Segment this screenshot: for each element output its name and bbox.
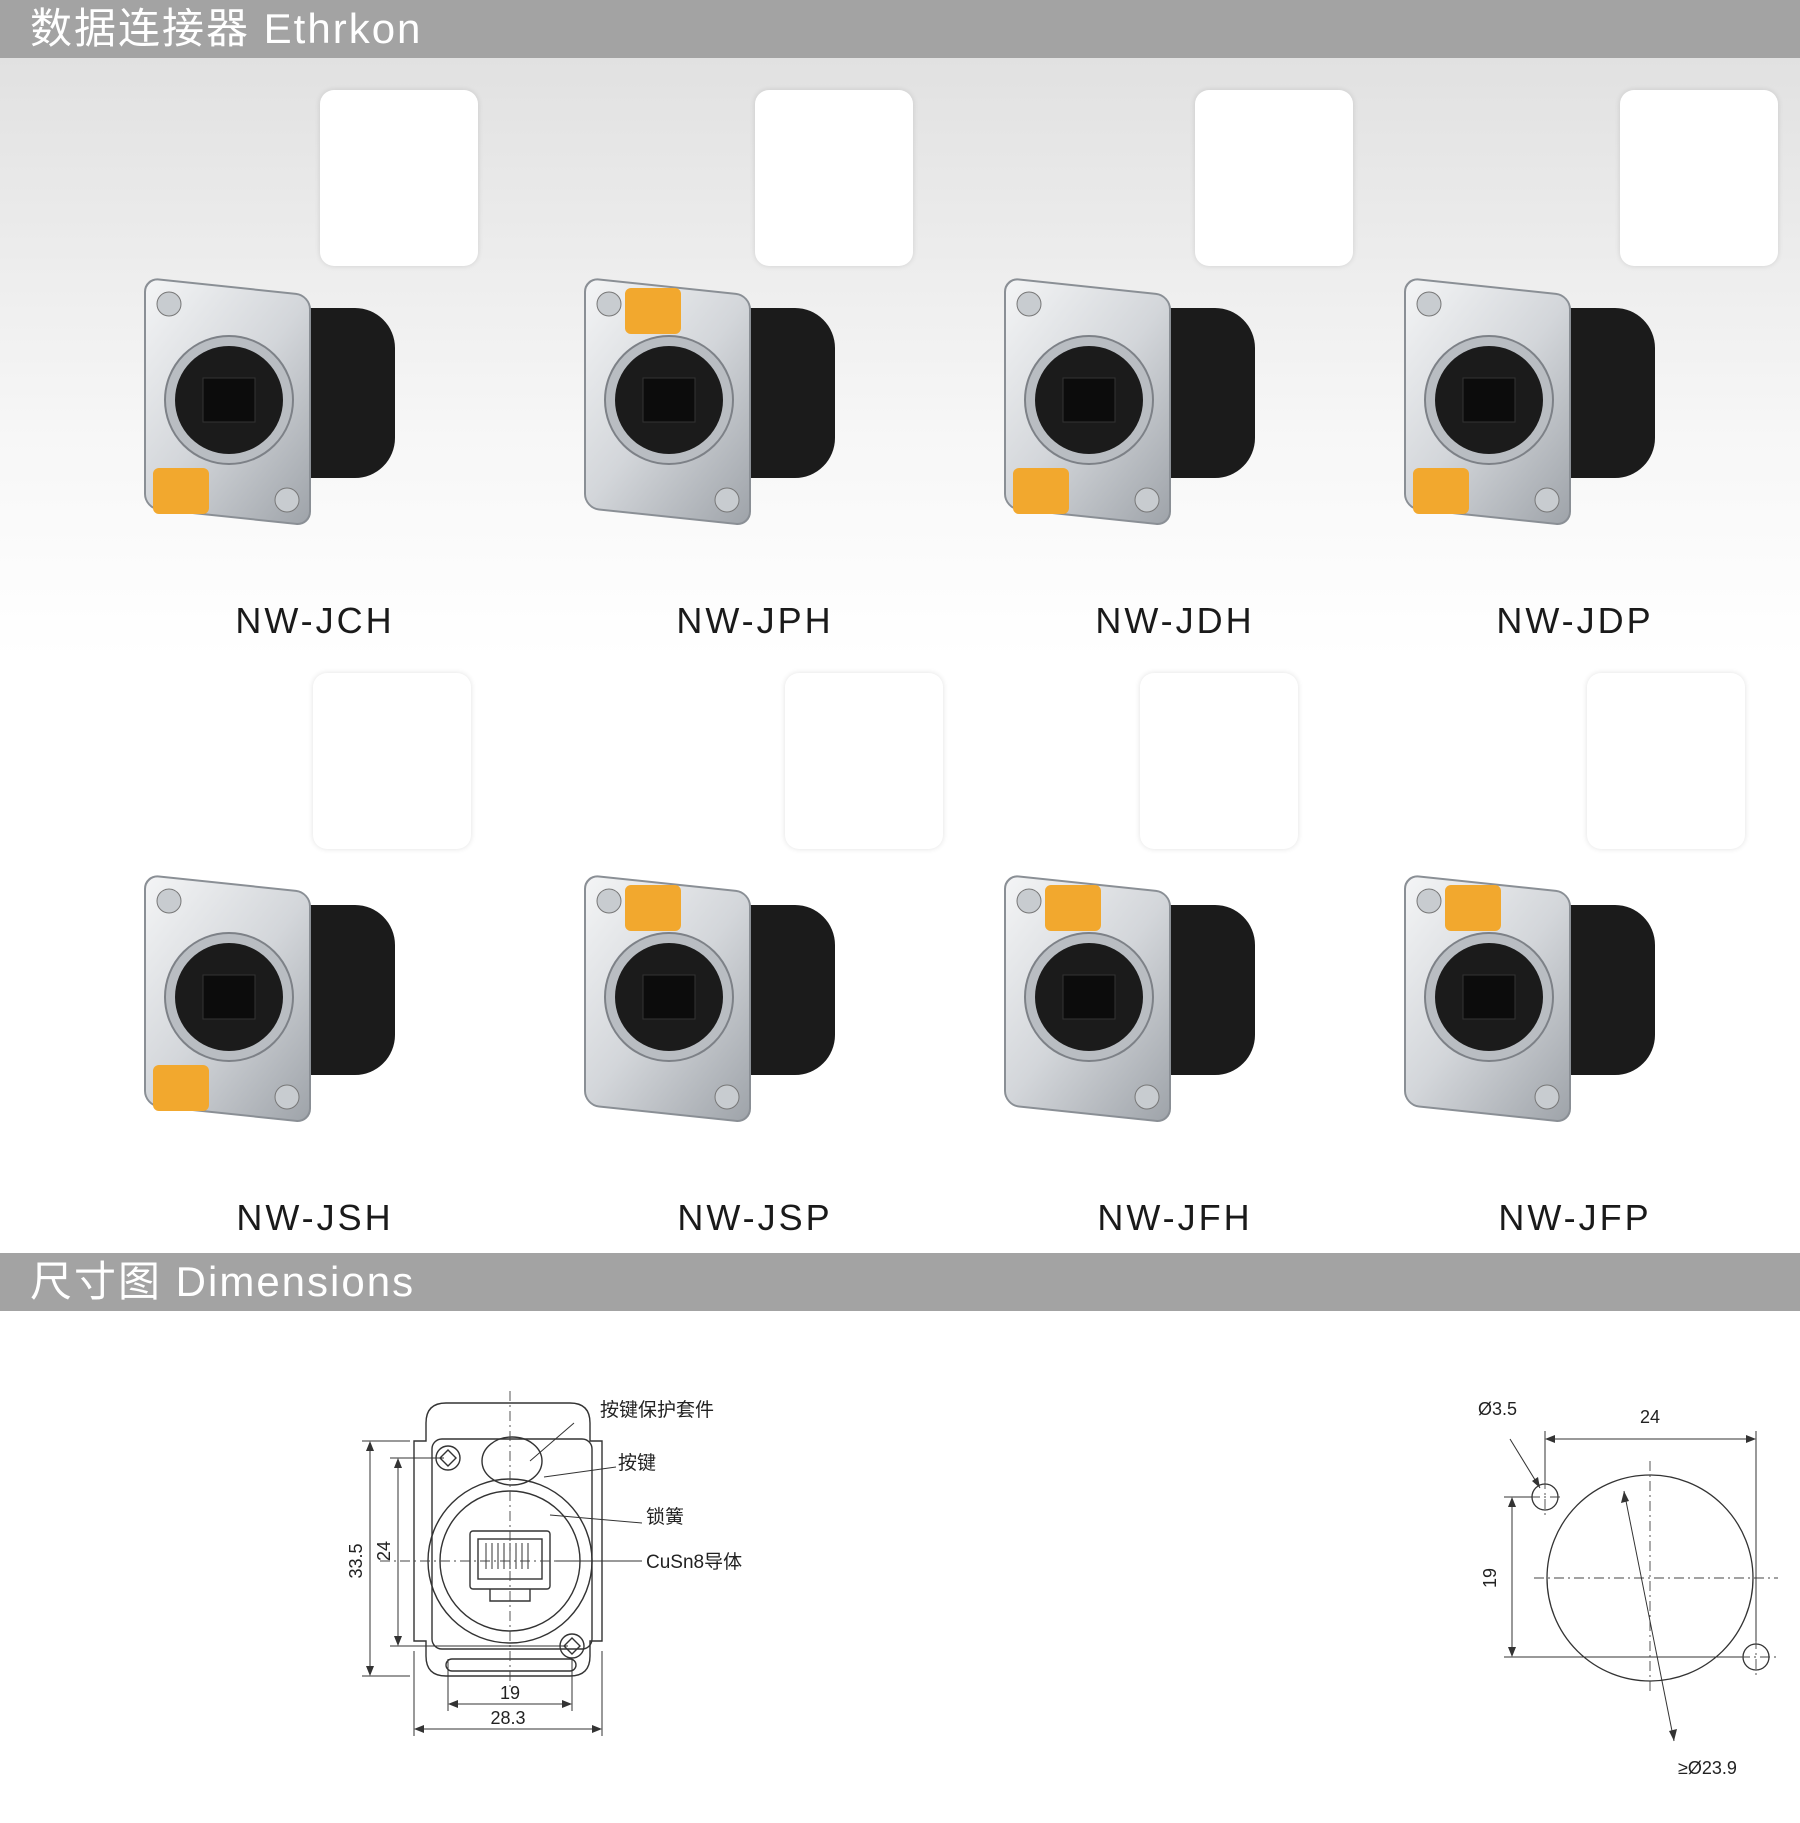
mounting-hole xyxy=(156,291,182,317)
rj45-port xyxy=(642,974,696,1020)
product-rear-thumbnail xyxy=(1195,90,1353,266)
product-code: NW-JCH xyxy=(235,600,395,641)
dim-cutout-height: 19 xyxy=(1480,1568,1500,1588)
dim-hole: Ø3.5 xyxy=(1478,1399,1517,1419)
mounting-hole xyxy=(1016,888,1042,914)
product-gallery: NW-JCH NW-JPH NW-JDH NW-JDP NW-JSH NW-JS… xyxy=(0,58,1800,1253)
product-code: NW-JFH xyxy=(1097,1197,1253,1238)
product-card[interactable]: NW-JDP xyxy=(1365,88,1785,668)
mounting-hole xyxy=(274,1084,300,1110)
latch-key xyxy=(153,468,209,514)
mounting-hole xyxy=(1016,291,1042,317)
panel-cutout-drawing: Ø3.5 24 19 ≥Ø23.9 xyxy=(1478,1399,1778,1778)
product-code: NW-JSP xyxy=(677,1197,833,1238)
product-code: NW-JSH xyxy=(236,1197,394,1238)
product-rear-thumbnail xyxy=(1587,673,1745,849)
section-header-ethrkon: 数据连接器 Ethrkon xyxy=(0,0,1800,58)
product-image xyxy=(584,875,835,1122)
dim-cutout-diameter: ≥Ø23.9 xyxy=(1678,1758,1737,1778)
product-code: NW-JPH xyxy=(676,600,834,641)
rj45-port xyxy=(202,974,256,1020)
mounting-hole xyxy=(1534,487,1560,513)
latch-key xyxy=(625,288,681,334)
product-image xyxy=(144,875,395,1122)
product-code: NW-JFP xyxy=(1498,1197,1652,1238)
product-image xyxy=(144,278,395,525)
product-card[interactable]: NW-JFP xyxy=(1365,673,1785,1265)
latch-key xyxy=(1045,885,1101,931)
product-card[interactable]: NW-JDH xyxy=(965,88,1385,668)
front-view-drawing: 33.5 24 19 28.3 按键保护套件 按键 锁簧 CuSn8导体 xyxy=(346,1391,742,1736)
rj45-port xyxy=(1462,974,1516,1020)
rj45-port xyxy=(1062,974,1116,1020)
rj45-port xyxy=(202,377,256,423)
latch-key xyxy=(1445,885,1501,931)
product-rear-thumbnail xyxy=(1620,90,1778,266)
mounting-hole xyxy=(714,487,740,513)
rj45-port xyxy=(642,377,696,423)
product-image xyxy=(1404,278,1655,525)
product-card[interactable]: NW-JSP xyxy=(545,673,965,1265)
product-card[interactable]: NW-JPH xyxy=(545,88,965,668)
product-image xyxy=(1004,278,1255,525)
mounting-hole xyxy=(274,487,300,513)
rj45-port xyxy=(1062,377,1116,423)
product-code: NW-JDP xyxy=(1496,600,1654,641)
mounting-hole xyxy=(156,888,182,914)
label-latch-spring: 锁簧 xyxy=(646,1506,684,1528)
dim-cutout-width: 24 xyxy=(1640,1407,1660,1427)
product-card[interactable]: NW-JCH xyxy=(105,88,525,668)
mounting-hole xyxy=(714,1084,740,1110)
product-rear-thumbnail xyxy=(785,673,943,849)
product-rear-thumbnail xyxy=(320,90,478,266)
mounting-hole xyxy=(1134,487,1160,513)
mounting-hole xyxy=(596,291,622,317)
label-key: 按键 xyxy=(618,1452,656,1474)
product-image xyxy=(584,278,835,525)
product-rear-thumbnail xyxy=(755,90,913,266)
dim-height-outer: 33.5 xyxy=(346,1543,366,1578)
latch-key xyxy=(153,1065,209,1111)
latch-key xyxy=(625,885,681,931)
product-rear-thumbnail xyxy=(313,673,471,849)
mounting-hole xyxy=(596,888,622,914)
rj45-port xyxy=(1462,377,1516,423)
product-image xyxy=(1404,875,1655,1122)
mounting-hole xyxy=(1134,1084,1160,1110)
mounting-hole xyxy=(1416,888,1442,914)
dim-width-inner: 19 xyxy=(500,1683,520,1703)
dimension-drawings: 33.5 24 19 28.3 按键保护套件 按键 锁簧 CuSn8导体 xyxy=(0,1311,1800,1823)
product-code: NW-JDH xyxy=(1095,600,1255,641)
label-conductor: CuSn8导体 xyxy=(646,1551,742,1573)
product-image xyxy=(1004,875,1255,1122)
mounting-hole xyxy=(1534,1084,1560,1110)
latch-key xyxy=(1413,468,1469,514)
section-header-dimensions: 尺寸图 Dimensions xyxy=(0,1253,1800,1311)
label-key-cover: 按键保护套件 xyxy=(600,1399,714,1421)
product-card[interactable]: NW-JSH xyxy=(105,673,525,1265)
product-card[interactable]: NW-JFH xyxy=(965,673,1385,1265)
dim-width-outer: 28.3 xyxy=(490,1708,525,1728)
product-rear-thumbnail xyxy=(1140,673,1298,849)
dim-height-inner: 24 xyxy=(374,1541,394,1561)
latch-key xyxy=(1013,468,1069,514)
mounting-hole xyxy=(1416,291,1442,317)
